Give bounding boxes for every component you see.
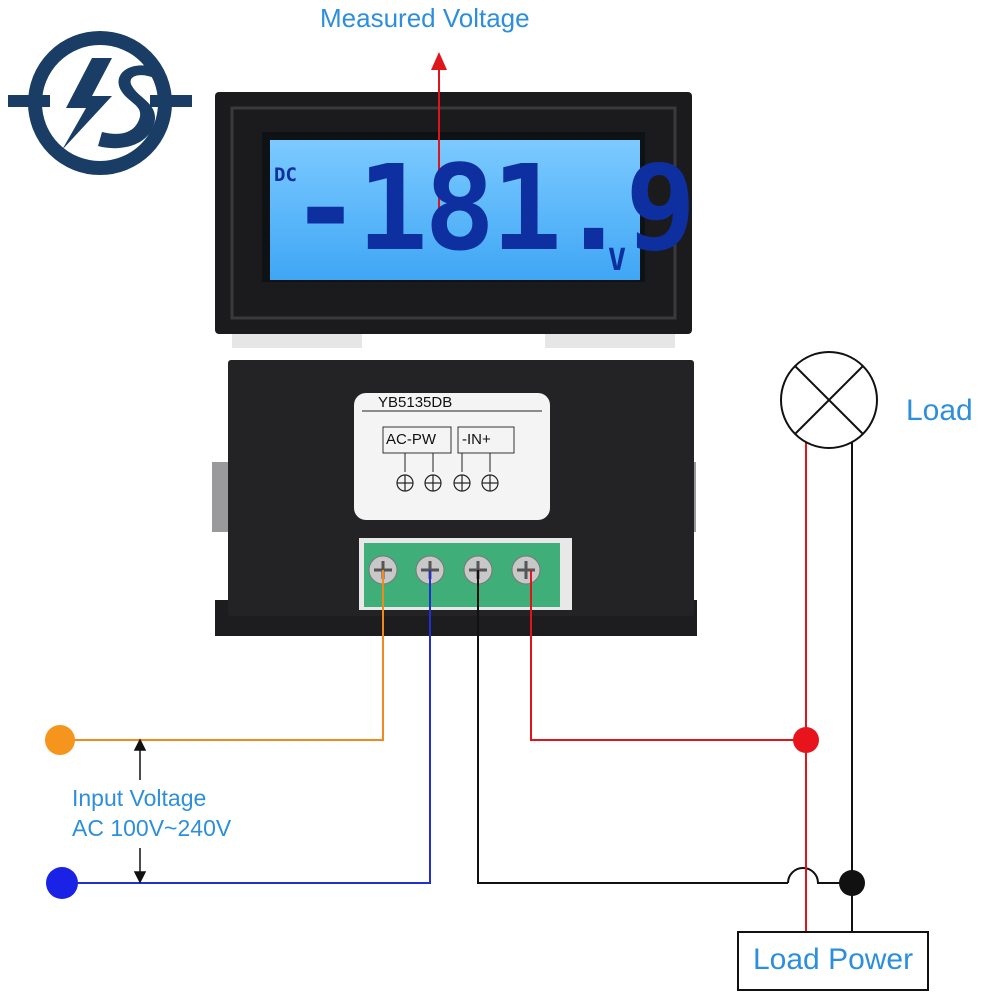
model-number: YB5135DB <box>378 394 453 411</box>
input-voltage-arrows <box>133 738 147 884</box>
measured-voltage-label: Measured Voltage <box>320 3 530 33</box>
positive-node <box>793 727 819 753</box>
ac-live-node <box>45 725 75 755</box>
lcd-unit: V <box>608 243 627 278</box>
ac-neutral-node <box>46 867 78 899</box>
load-power-label: Load Power <box>753 943 914 976</box>
input-voltage-range: AC 100V~240V <box>72 815 232 841</box>
lightning-s-logo-icon <box>8 31 192 175</box>
meter-rear-body <box>212 360 697 636</box>
wire-negative <box>477 570 788 884</box>
input-voltage-label: Input Voltage <box>72 785 207 811</box>
wire-ac-live <box>60 570 384 741</box>
wire-negative-crossover <box>787 867 852 884</box>
wire-ac-neutral <box>62 570 431 884</box>
wire-positive <box>530 570 806 741</box>
terminal-screw-icon <box>511 555 541 585</box>
lcd-reading: -181.9 <box>290 139 696 277</box>
load-power-box <box>737 931 929 991</box>
power-terminal-label: AC-PW <box>386 431 436 448</box>
model-sticker <box>354 393 550 520</box>
terminal-block <box>359 538 572 610</box>
negative-node <box>839 870 865 896</box>
lamp-symbol-icon <box>780 351 878 449</box>
lcd-mode: DC <box>274 164 297 186</box>
terminal-symbols <box>396 474 499 492</box>
input-terminal-label: -IN+ <box>462 431 491 448</box>
load-label: Load <box>906 394 973 427</box>
lcd-screen <box>270 140 640 280</box>
meter-front-panel <box>215 92 692 348</box>
